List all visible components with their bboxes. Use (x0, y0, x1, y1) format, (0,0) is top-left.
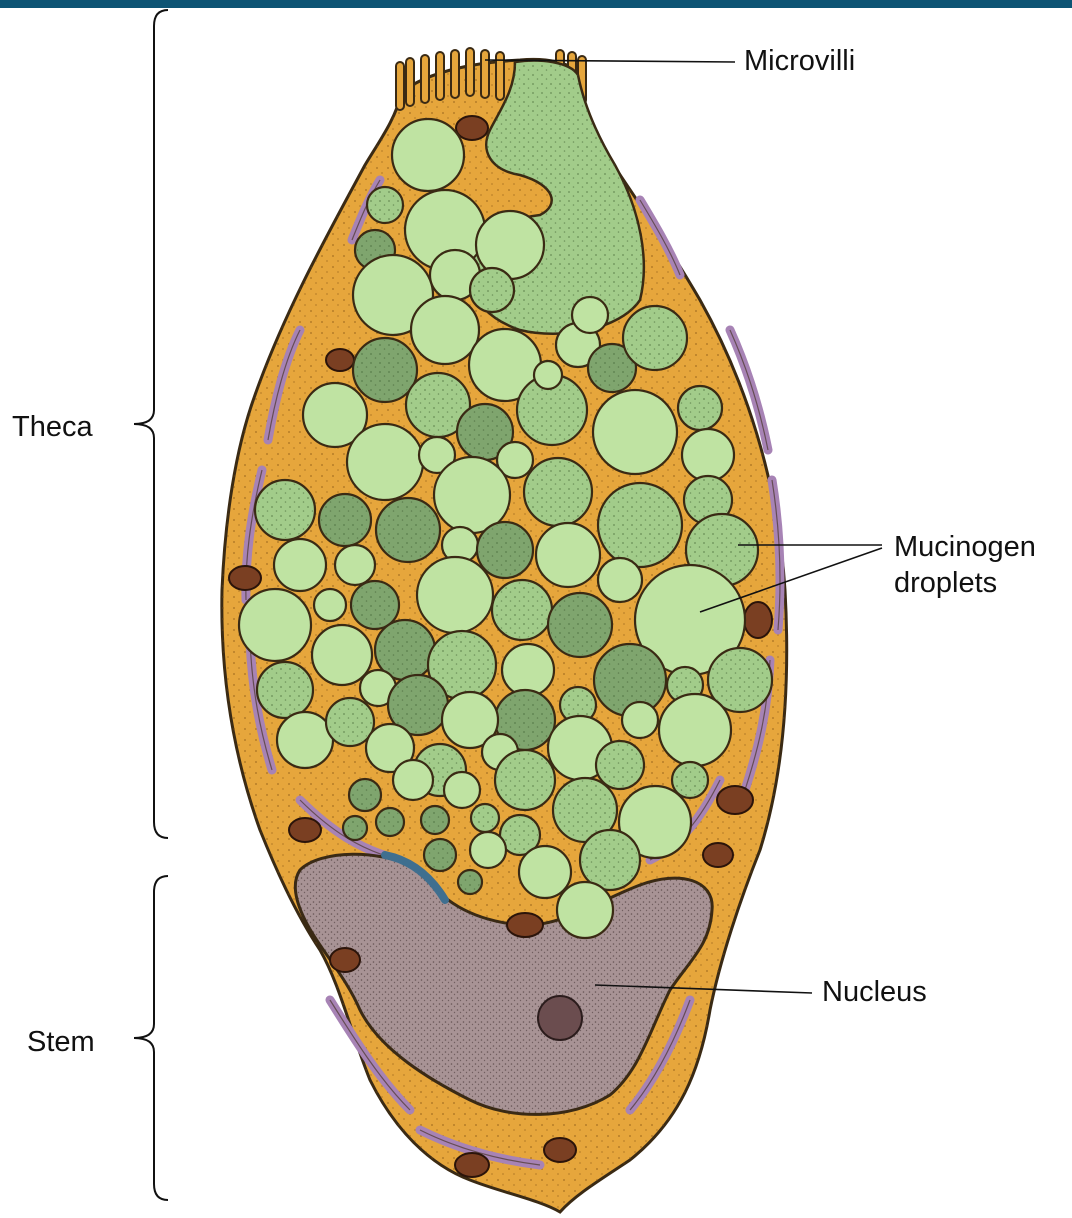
mitochondrion (717, 786, 753, 814)
droplet-texture (473, 806, 497, 830)
stem-bracket (134, 876, 168, 1200)
microvillus (481, 50, 489, 98)
droplet-texture (598, 743, 642, 787)
mucinogen-droplet (593, 390, 677, 474)
mucinogen-droplet (392, 119, 464, 191)
droplet-texture (460, 872, 480, 892)
label-mucinogen-line2: droplets (894, 566, 997, 600)
mitochondrion (544, 1138, 576, 1162)
droplet-texture (351, 781, 379, 809)
droplet-texture (680, 388, 720, 428)
droplet-texture (378, 810, 402, 834)
mucinogen-droplet (393, 760, 433, 800)
mucinogen-droplet (622, 702, 658, 738)
droplet-texture (423, 808, 447, 832)
mitochondrion (507, 913, 543, 937)
droplet-texture (502, 817, 538, 853)
microvillus (396, 62, 404, 110)
droplet-texture (674, 764, 706, 796)
mucinogen-droplet (312, 625, 372, 685)
nucleolus (538, 996, 582, 1040)
mitochondrion (456, 116, 488, 140)
droplet-texture (494, 582, 550, 638)
brackets (134, 10, 168, 1200)
microvillus (436, 52, 444, 100)
mucinogen-droplet (411, 296, 479, 364)
theca-bracket (134, 10, 168, 838)
microvillus (466, 48, 474, 96)
mitochondrion (289, 818, 321, 842)
mitochondrion (455, 1153, 489, 1177)
droplet-texture (328, 700, 372, 744)
microvillus (406, 58, 414, 106)
mitochondrion (744, 602, 772, 638)
droplet-texture (257, 482, 313, 538)
droplet-texture (353, 583, 397, 627)
mitochondrion (330, 948, 360, 972)
label-mucinogen-line1: Mucinogen (894, 530, 1036, 564)
mucinogen-droplet (417, 557, 493, 633)
droplet-texture (345, 818, 365, 838)
microvillus (496, 52, 504, 100)
mucinogen-droplet (536, 523, 600, 587)
droplet-texture (259, 664, 311, 716)
droplet-texture (625, 308, 685, 368)
microvillus (451, 50, 459, 98)
microvillus (421, 55, 429, 103)
mucinogen-droplet (347, 424, 423, 500)
mucinogen-droplet (434, 457, 510, 533)
label-stem: Stem (27, 1025, 95, 1059)
mucinogen-droplet (502, 644, 554, 696)
goblet-cell (222, 48, 787, 1212)
droplet-texture (526, 460, 590, 524)
mucinogen-droplet (314, 589, 346, 621)
mucinogen-droplet (335, 545, 375, 585)
mitochondrion (703, 843, 733, 867)
label-nucleus: Nucleus (822, 975, 927, 1009)
mucinogen-droplet (444, 772, 480, 808)
droplet-texture (600, 485, 680, 565)
label-microvilli: Microvilli (744, 44, 855, 78)
droplet-texture (377, 622, 433, 678)
droplet-texture (426, 841, 454, 869)
mucinogen-droplet (274, 539, 326, 591)
mucinogen-droplet (572, 297, 608, 333)
droplet-texture (378, 500, 438, 560)
mucinogen-droplet (598, 558, 642, 602)
mucinogen-droplet (277, 712, 333, 768)
droplet-texture (497, 752, 553, 808)
mitochondrion (326, 349, 354, 371)
mucinogen-droplet (534, 361, 562, 389)
mucinogen-droplet (519, 846, 571, 898)
mucinogen-droplet (239, 589, 311, 661)
mucinogen-droplet (557, 882, 613, 938)
droplet-texture (582, 832, 638, 888)
droplet-texture (710, 650, 770, 710)
mucinogen-droplet (470, 832, 506, 868)
mitochondrion (229, 566, 261, 590)
droplet-texture (369, 189, 401, 221)
droplet-texture (321, 496, 369, 544)
droplet-texture (355, 340, 415, 400)
droplet-texture (479, 524, 531, 576)
droplet-texture (472, 270, 512, 310)
mucinogen-droplet (682, 429, 734, 481)
label-theca: Theca (12, 410, 93, 444)
mucinogen-droplet (659, 694, 731, 766)
droplet-texture (550, 595, 610, 655)
